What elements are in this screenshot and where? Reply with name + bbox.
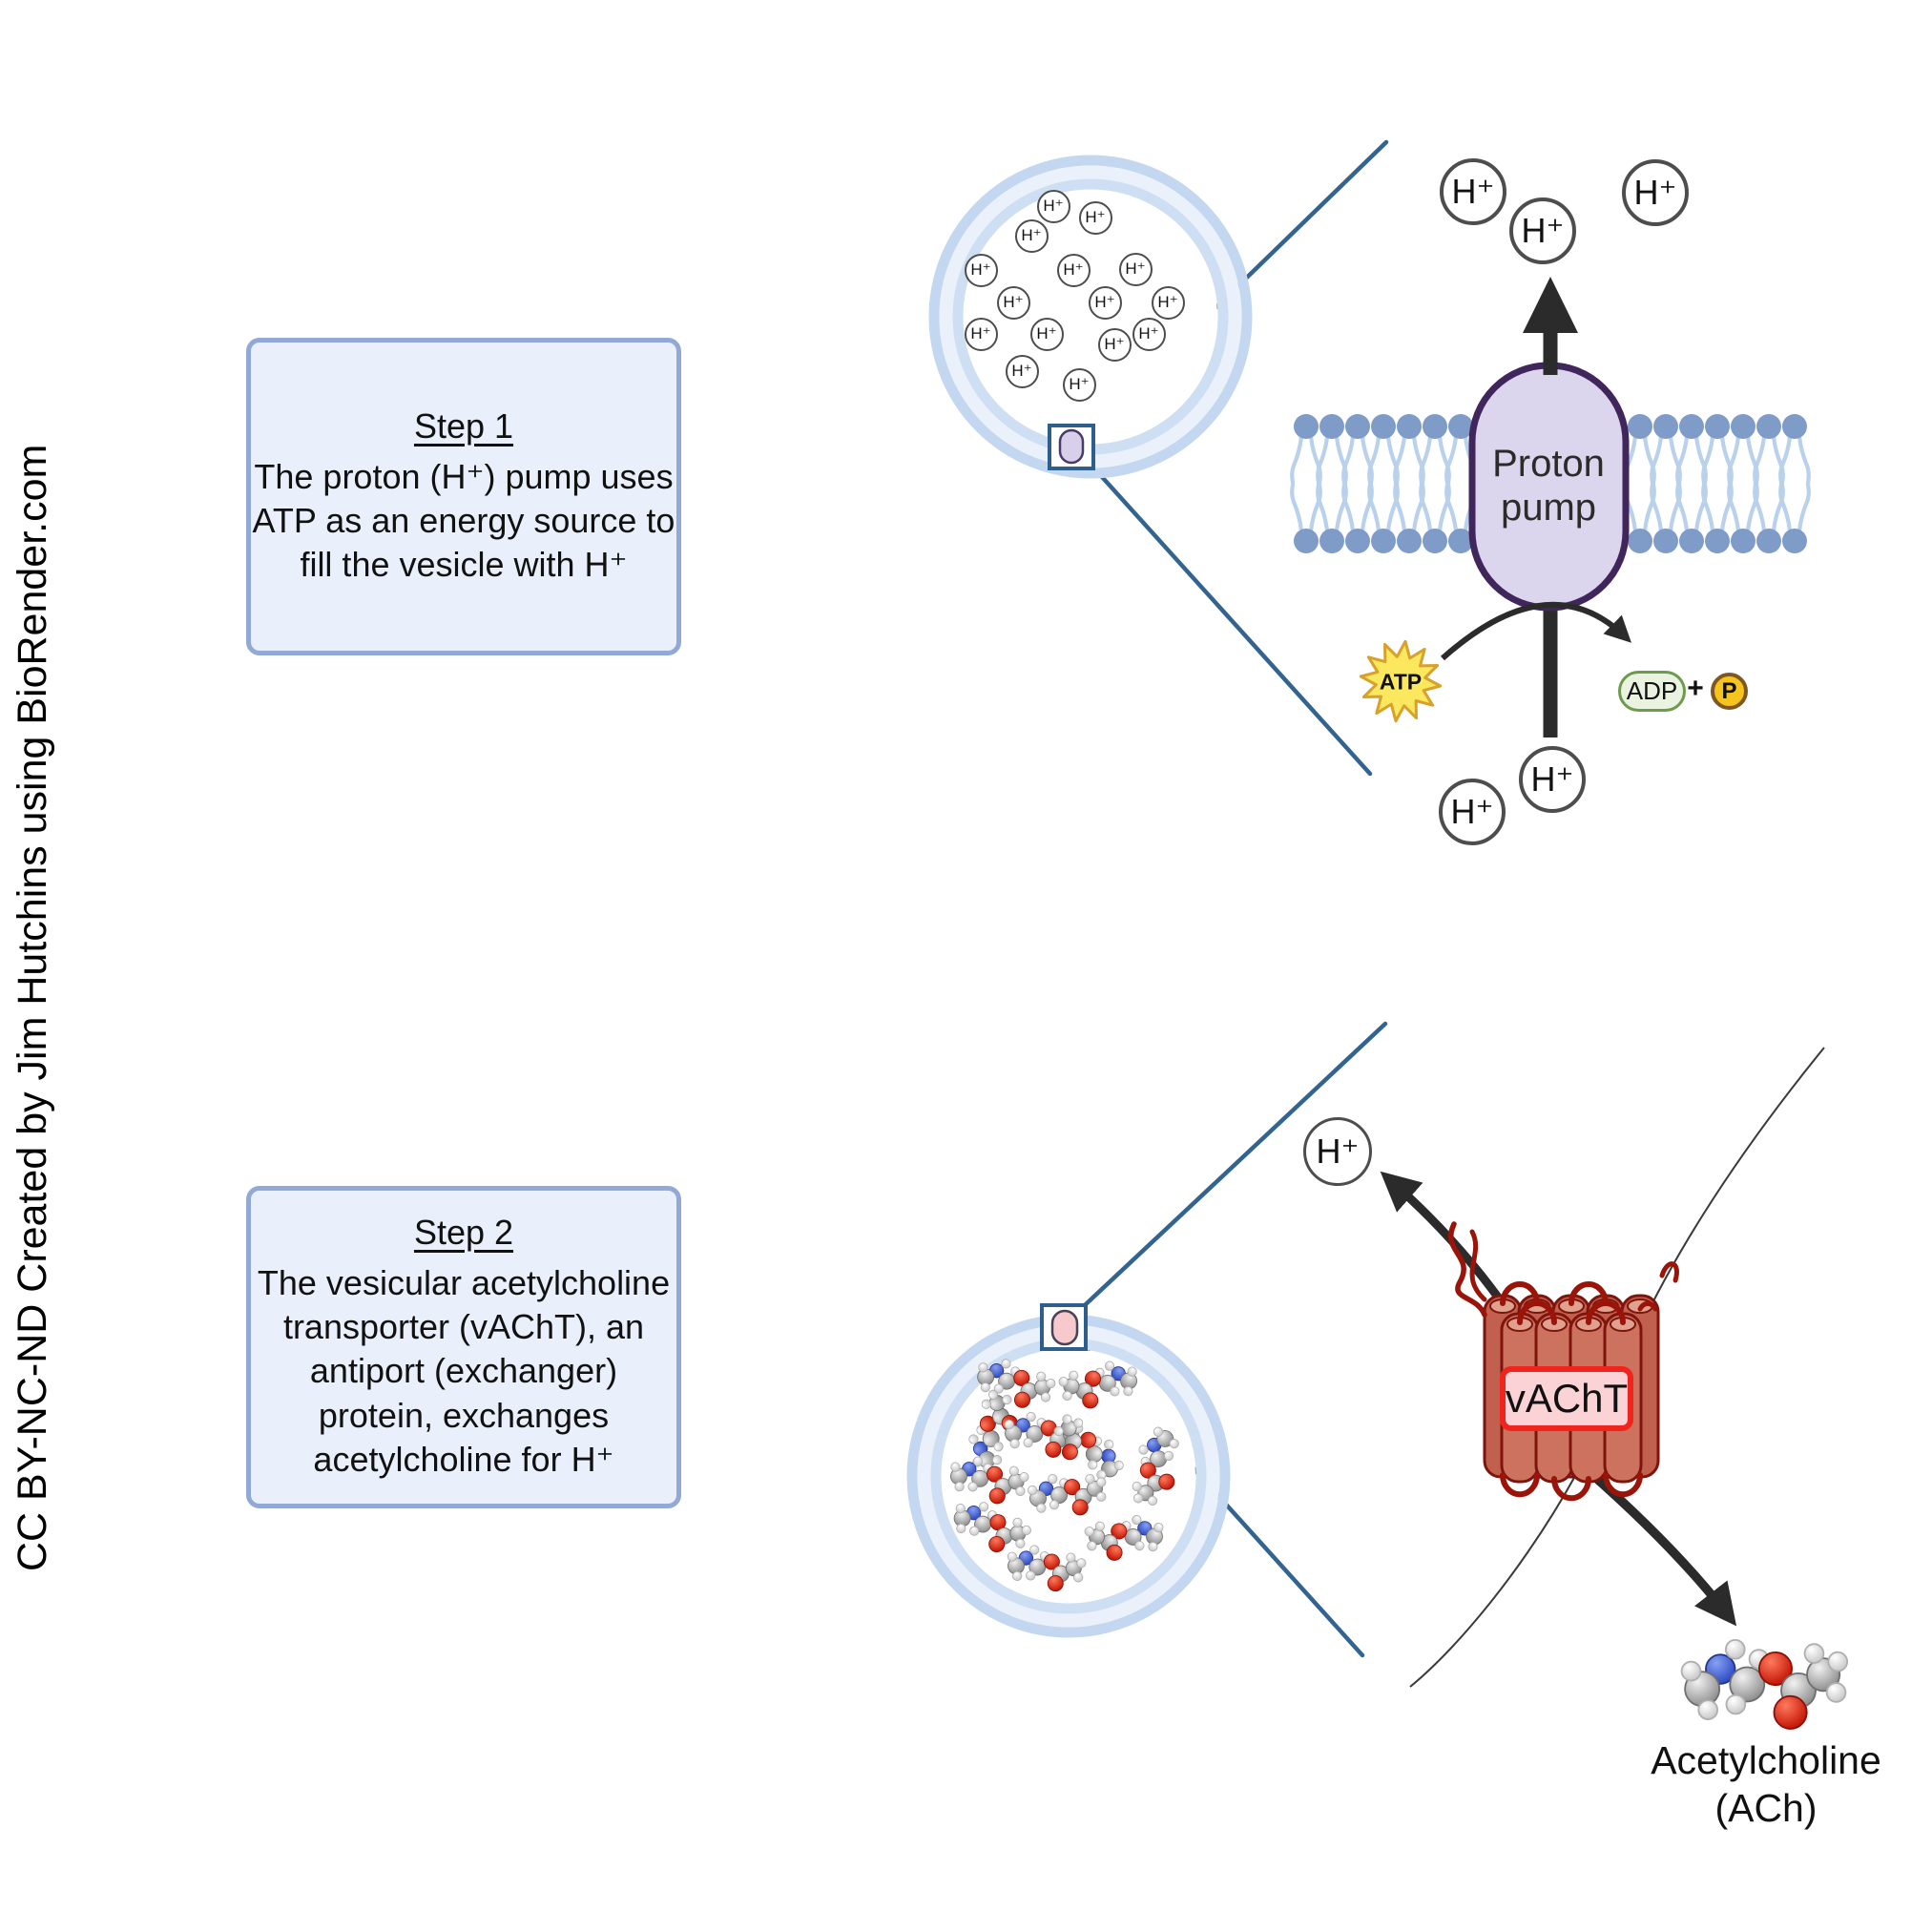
atp-label: ATP (1379, 669, 1423, 695)
h-plus-ion: H⁺ (1088, 285, 1122, 320)
zoom-source-box-step1 (1048, 424, 1095, 470)
phosphate-badge: P (1711, 673, 1748, 710)
h-plus-ion: H⁺ (1005, 354, 1039, 388)
h-plus-ion: H⁺ (1440, 158, 1506, 225)
h-plus-ion: H⁺ (1509, 197, 1576, 264)
mini-proton-pump (1058, 428, 1085, 465)
lipid-bilayer (1290, 414, 1811, 553)
h-plus-entry-shaft (1543, 608, 1558, 737)
acetylcholine-molecule (1084, 1514, 1164, 1561)
zoom-callout-line (1082, 1021, 1388, 1308)
acetylcholine-molecule (953, 1502, 1031, 1552)
h-plus-ion: H⁺ (1056, 253, 1091, 287)
h-plus-ion: H⁺ (1036, 189, 1070, 223)
step1-title: Step 1 (413, 405, 514, 446)
atp-starburst (1359, 639, 1443, 723)
acetylcholine-molecule (1132, 1426, 1179, 1506)
h-plus-ion: H⁺ (1151, 285, 1185, 320)
acetylcholine-molecule (950, 1456, 1029, 1505)
h-plus-ion: H⁺ (1132, 317, 1166, 351)
zoom-source-box-step2 (1040, 1303, 1088, 1351)
h-plus-ion: H⁺ (1439, 779, 1506, 845)
acetylcholine-molecule (1058, 1361, 1137, 1409)
step2-title: Step 2 (413, 1213, 514, 1253)
step1-callout-box: Step 1 The proton (H⁺) pump uses ATP as … (246, 338, 681, 655)
adp-badge: ADP (1618, 671, 1686, 712)
credit-text: CC BY-NC-ND Created by Jim Hutchins usin… (10, 444, 55, 1571)
acetylcholine-molecule (977, 1359, 1056, 1408)
acetylcholine-in-arrow (1586, 1468, 1737, 1627)
step1-description: The proton (H⁺) pump uses ATP as an ener… (252, 456, 675, 585)
acetylcholine-molecule (1027, 1473, 1107, 1516)
h-plus-ion: H⁺ (1303, 1117, 1372, 1186)
acetylcholine-molecule-large (1680, 1638, 1849, 1730)
plus-sign: + (1687, 673, 1704, 704)
h-plus-ion: H⁺ (996, 285, 1030, 320)
zoom-callout-line (1091, 466, 1373, 777)
acetylcholine-molecule (1053, 1414, 1124, 1480)
vacht-protein (1447, 1221, 1679, 1502)
mini-vacht (1050, 1309, 1079, 1346)
h-plus-ion: H⁺ (964, 317, 998, 351)
vacht-label: vAChT (1500, 1366, 1633, 1431)
step2-description: The vesicular acetylcholine transporter … (257, 1263, 671, 1479)
atp-to-adp-arrow (1441, 601, 1631, 661)
h-plus-ion: H⁺ (1062, 367, 1096, 402)
proton-pump-label: Proton pump (1492, 443, 1605, 529)
h-plus-ion: H⁺ (1118, 252, 1153, 286)
h-plus-ion: H⁺ (1014, 218, 1049, 253)
acetylcholine-molecule (1007, 1545, 1087, 1592)
h-plus-exit-arrow (1523, 277, 1578, 375)
h-plus-ion: H⁺ (1519, 746, 1586, 813)
acetylcholine-label: Acetylcholine (ACh) (1651, 1738, 1881, 1831)
h-plus-ion: H⁺ (1622, 159, 1689, 226)
h-plus-ion: H⁺ (1097, 327, 1132, 362)
step2-callout-box: Step 2 The vesicular acetylcholine trans… (246, 1186, 681, 1508)
h-plus-ion: H⁺ (1029, 317, 1064, 351)
h-plus-ion: H⁺ (964, 253, 998, 287)
h-plus-ion: H⁺ (1078, 200, 1112, 235)
